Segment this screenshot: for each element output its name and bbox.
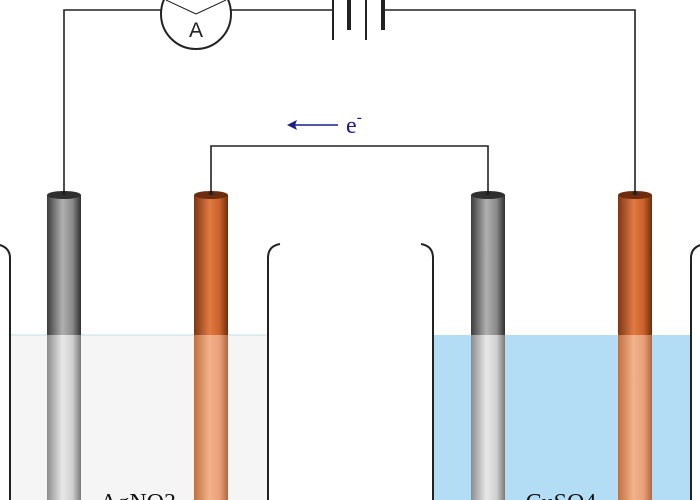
- right-cell-copper-electrode: [618, 190, 652, 500]
- outer-wire-right: [384, 9, 636, 193]
- right-cell-silver-electrode: [471, 190, 505, 500]
- left-cell-copper-electrode: [194, 190, 228, 500]
- electron-label: e-: [346, 109, 362, 139]
- ammeter: A: [160, 0, 232, 50]
- left-solution-label: AgNO3: [100, 490, 176, 500]
- outer-wire-left: [63, 9, 161, 193]
- ammeter-needle: [165, 0, 197, 15]
- ammeter-label: A: [189, 19, 203, 42]
- left-cell-silver-electrode: [47, 190, 81, 500]
- right-solution-label: CuSO4: [526, 490, 597, 500]
- electron-flow-arrow: [287, 120, 338, 130]
- left-beaker: [0, 243, 281, 500]
- battery-symbol: [332, 0, 385, 40]
- right-beaker: [420, 243, 700, 500]
- inner-wire: [210, 145, 489, 193]
